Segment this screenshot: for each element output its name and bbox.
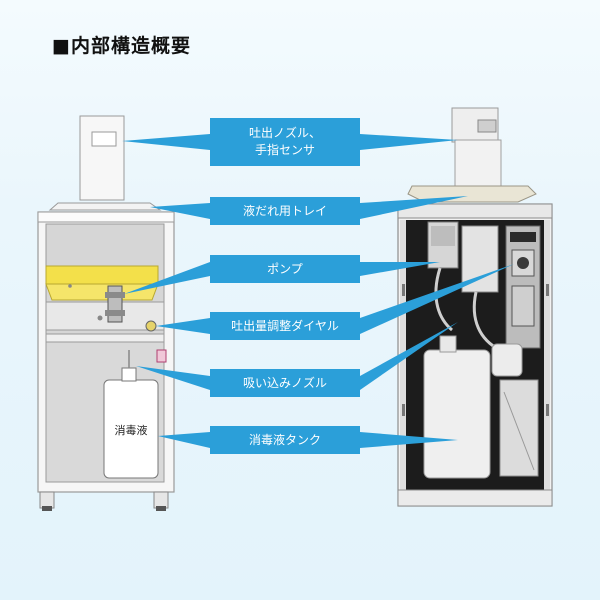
schematic-nozzle-head	[79, 115, 125, 201]
leader-left-nozzle	[122, 134, 210, 150]
leader-right-dial	[360, 264, 514, 334]
callout-drip-tray-label: 液だれ用トレイ	[242, 203, 327, 218]
callout-tank: 消毒液タンク	[210, 426, 360, 454]
leaders-left	[122, 134, 210, 448]
schematic-pump	[107, 285, 123, 323]
leader-right-nozzle	[360, 134, 458, 150]
callout-suction-nozzle: 吸い込みノズル	[210, 369, 360, 397]
schematic-dispenser	[37, 115, 175, 511]
page-title: ■内部構造概要	[52, 35, 191, 57]
schematic-sensor	[91, 131, 117, 147]
leader-left-tank	[158, 432, 210, 448]
callout-drip-tray: 液だれ用トレイ	[210, 197, 360, 225]
leader-right-tray	[360, 196, 468, 219]
photo-dispenser	[397, 107, 553, 507]
leader-left-tray	[150, 203, 210, 219]
callout-pump-label: ポンプ	[267, 261, 303, 276]
schematic-tank-label: 消毒液	[114, 424, 148, 437]
callout-suction-nozzle-label: 吸い込みノズル	[242, 375, 327, 390]
schematic-tray	[48, 202, 162, 211]
leader-right-tank	[360, 432, 458, 448]
callout-dial-label: 吐出量調整ダイヤル	[231, 318, 339, 333]
callout-nozzle-sensor-line2: 手指センサ	[254, 143, 315, 157]
leader-right-pump	[360, 262, 440, 276]
leaders-right	[360, 134, 514, 448]
schematic-pump-band	[45, 265, 159, 285]
leader-left-suction	[136, 366, 210, 390]
callout-pump: ポンプ	[210, 255, 360, 283]
callout-dial: 吐出量調整ダイヤル	[210, 312, 360, 340]
callout-nozzle-sensor: 吐出ノズル、 手指センサ	[210, 118, 360, 166]
leader-left-dial	[156, 318, 210, 334]
callout-nozzle-sensor-line1: 吐出ノズル、	[248, 126, 321, 140]
schematic-dial	[145, 320, 157, 332]
leader-right-suction	[360, 322, 458, 390]
callout-tank-label: 消毒液タンク	[248, 432, 321, 447]
leader-left-pump	[124, 262, 210, 294]
